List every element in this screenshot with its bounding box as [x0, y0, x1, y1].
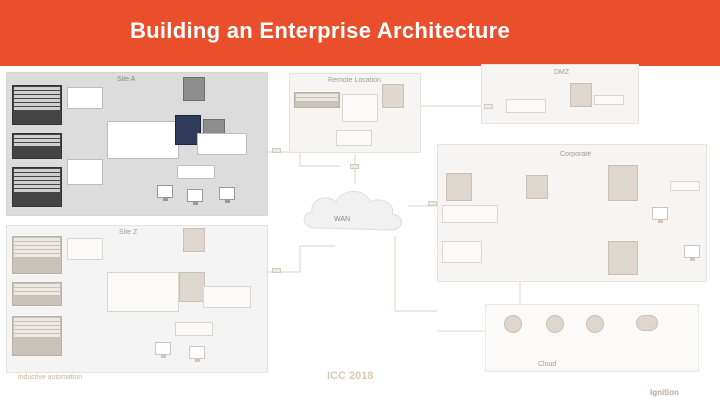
dmz-server	[570, 83, 592, 107]
architecture-diagram: Site A Site Z Remote Location	[0, 64, 720, 405]
edge-gateway-box	[342, 94, 378, 122]
gateway-server	[179, 272, 205, 302]
slide-title: Building an Enterprise Architecture	[129, 18, 511, 43]
cloud-label: Cloud	[538, 361, 557, 368]
module-box	[197, 133, 247, 155]
client-monitor	[652, 207, 668, 223]
link-connector	[484, 104, 493, 109]
plc-rack	[12, 316, 62, 356]
link-connector	[428, 201, 437, 206]
corporate-server	[608, 165, 638, 201]
corporate-server	[446, 173, 472, 201]
dmz-panel: DMZ	[481, 64, 639, 124]
plc-rack	[12, 133, 62, 159]
client-monitor	[189, 346, 205, 362]
database-server	[183, 77, 205, 101]
https-box	[175, 322, 213, 336]
client-monitor	[219, 187, 235, 203]
link-connector	[272, 148, 281, 153]
cloud-service-icon	[546, 315, 564, 333]
icc-2018-logo: ICC 2018	[327, 370, 374, 382]
plc-rack	[12, 167, 62, 207]
gateway-box	[67, 87, 103, 109]
gateway-box	[67, 238, 103, 260]
cloud-service-icon	[504, 315, 522, 333]
site-a-panel: Site A	[6, 72, 268, 216]
corporate-label: Corporate	[560, 151, 592, 158]
plc-rack	[12, 282, 62, 306]
module-box	[336, 130, 372, 146]
cloud-panel: Cloud	[485, 304, 699, 372]
wan-cloud-icon	[303, 191, 402, 231]
corporate-gateway-box	[442, 205, 498, 223]
remote-location-label: Remote Location	[328, 77, 381, 84]
site-z-panel: Site Z	[6, 225, 268, 373]
module-box	[203, 286, 251, 308]
https-box	[177, 165, 215, 179]
client-monitor	[187, 189, 203, 205]
corporate-server	[608, 241, 638, 275]
ignition-logo: Ignition	[650, 388, 679, 397]
dmz-label: DMZ	[554, 69, 570, 76]
client-monitor	[157, 185, 173, 201]
dmz-gateway-box	[506, 99, 546, 113]
gateway-box	[67, 159, 103, 185]
gateway-box	[107, 121, 179, 159]
wan-label: WAN	[334, 216, 351, 223]
link-connector	[272, 268, 281, 273]
client-monitor	[155, 342, 171, 358]
slide-title-bar: Building an Enterprise Architecture	[0, 0, 720, 66]
edge-server	[382, 84, 404, 108]
module-box	[670, 181, 700, 191]
site-z-label: Site Z	[119, 229, 138, 236]
cloud-service-icon	[636, 315, 658, 331]
inductive-automation-logo: inductive automation	[18, 374, 83, 381]
plc-rack	[12, 236, 62, 274]
plc-rack	[294, 92, 340, 108]
corporate-gateway-box	[442, 241, 482, 263]
corporate-server	[526, 175, 548, 199]
link-connector	[350, 164, 359, 169]
gateway-box	[107, 272, 179, 312]
client-monitor	[684, 245, 700, 261]
site-a-label: Site A	[117, 76, 136, 83]
corporate-panel: Corporate	[437, 144, 707, 282]
cloud-service-icon	[586, 315, 604, 333]
gateway-server	[175, 115, 201, 145]
remote-location-panel: Remote Location	[289, 73, 421, 153]
https-box	[594, 95, 624, 105]
plc-rack	[12, 85, 62, 125]
database-server	[183, 228, 205, 252]
